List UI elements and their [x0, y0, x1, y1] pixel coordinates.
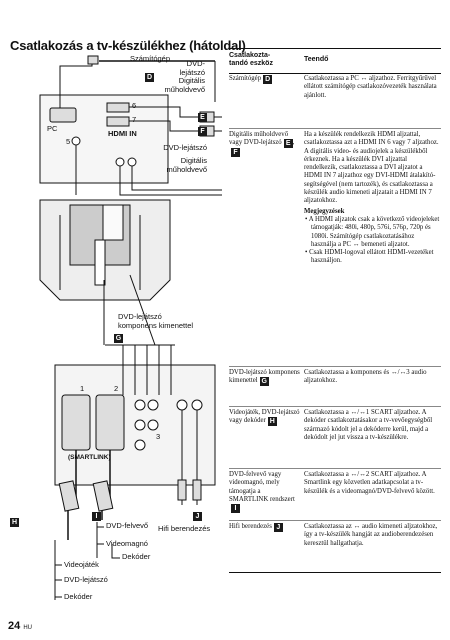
row-action: Csatlakoztassa a PC ↔ aljzathoz. Ferritg… [304, 75, 437, 99]
label-port-3: 3 [156, 432, 161, 441]
audio-jack-5 [71, 136, 81, 146]
label-dvd-lejatszo: DVD-lejátszó [163, 143, 207, 152]
row-device: DVD-felvevő vagy videomagnó, mely támoga… [229, 471, 295, 514]
badge-i: I [92, 512, 101, 521]
audio-jack-7a [115, 157, 125, 167]
badge-e: E [198, 113, 207, 122]
page-number: 24 HU [8, 620, 32, 632]
badge-h: H [10, 518, 19, 527]
label-port-6: 6 [132, 101, 137, 110]
connection-diagram [39, 55, 222, 600]
label-port-5: 5 [66, 137, 71, 146]
hdmi-cable-e [129, 106, 200, 118]
audio-jack-7b [127, 157, 137, 167]
label-port-1: 1 [80, 384, 85, 393]
label-smartlink: (SMARTLINK) [68, 454, 111, 461]
header-action: Teendő [304, 56, 329, 63]
table-row: DVD-felvevő vagy videomagnó, mely támoga… [229, 468, 441, 521]
label-port-2: 2 [114, 384, 119, 393]
label-digitalis-muholdvevo: Digitális műholdvevő [166, 156, 207, 174]
scart-2 [95, 394, 125, 451]
badge-f: F [198, 127, 207, 136]
row-action: Csatlakoztassa a ↔/↔2 SCART aljzathoz. A… [304, 471, 435, 495]
label-videojatek: Videojáték [64, 560, 99, 569]
label-port-7: 7 [132, 115, 137, 124]
pc-plug [87, 55, 99, 65]
row-action: Ha a készülék rendelkezik HDMI aljzattal… [304, 131, 440, 265]
hdmi-cable-f [129, 120, 200, 132]
note-item: • Csak HDMI-logoval ellátott HDMI-vezeté… [305, 249, 434, 265]
row-action: Csatlakoztassa a komponens és ↔/↔3 audio… [304, 369, 427, 385]
label-dvd-lejatszo-2: DVD-lejátszó [64, 575, 108, 584]
scart-1 [61, 394, 91, 451]
header-device: Csatlakozta- tandó eszköz [229, 52, 273, 67]
label-videomagno: Videomagnó [106, 539, 148, 548]
label-hifi: Hifi berendezés [158, 524, 211, 533]
badge-d: D [145, 73, 154, 82]
label-dvd-digitalis: DVD- lejátszó Digitális műholdvevő [164, 59, 205, 94]
label-dvd-felvevo: DVD-felvevő [106, 521, 149, 530]
label-hdmi-in: HDMI IN [108, 129, 137, 138]
audio-cable-7 [119, 166, 222, 196]
pc-port [49, 107, 77, 123]
table-header: Csatlakozta- tandó eszköz Teendő [229, 48, 441, 74]
hdmi-port-6 [106, 102, 130, 113]
note-item: • A HDMI aljzatok csak a következő video… [305, 215, 440, 248]
label-pc-port: PC [47, 124, 58, 133]
label-dekoder-2: Dekóder [64, 592, 93, 601]
hdmi-port-7 [106, 116, 130, 127]
label-dvd-komponens: DVD-lejátszó komponens kimenettel [118, 312, 194, 330]
badge-j: J [193, 512, 202, 521]
row-action: Csatlakoztassa a ↔/↔1 SCART aljzathoz. A… [304, 409, 433, 441]
label-szamitogep: Számítógép [129, 54, 171, 63]
notes-title: Megjegyzések [304, 207, 345, 215]
badge-g: G [114, 334, 123, 343]
page-title: Csatlakozás a tv-készülékhez (hátoldal) [10, 38, 246, 53]
row-action: Csatlakoztassa az ↔ audio kimeneti aljza… [304, 523, 438, 547]
label-dekoder: Dekóder [122, 552, 151, 561]
